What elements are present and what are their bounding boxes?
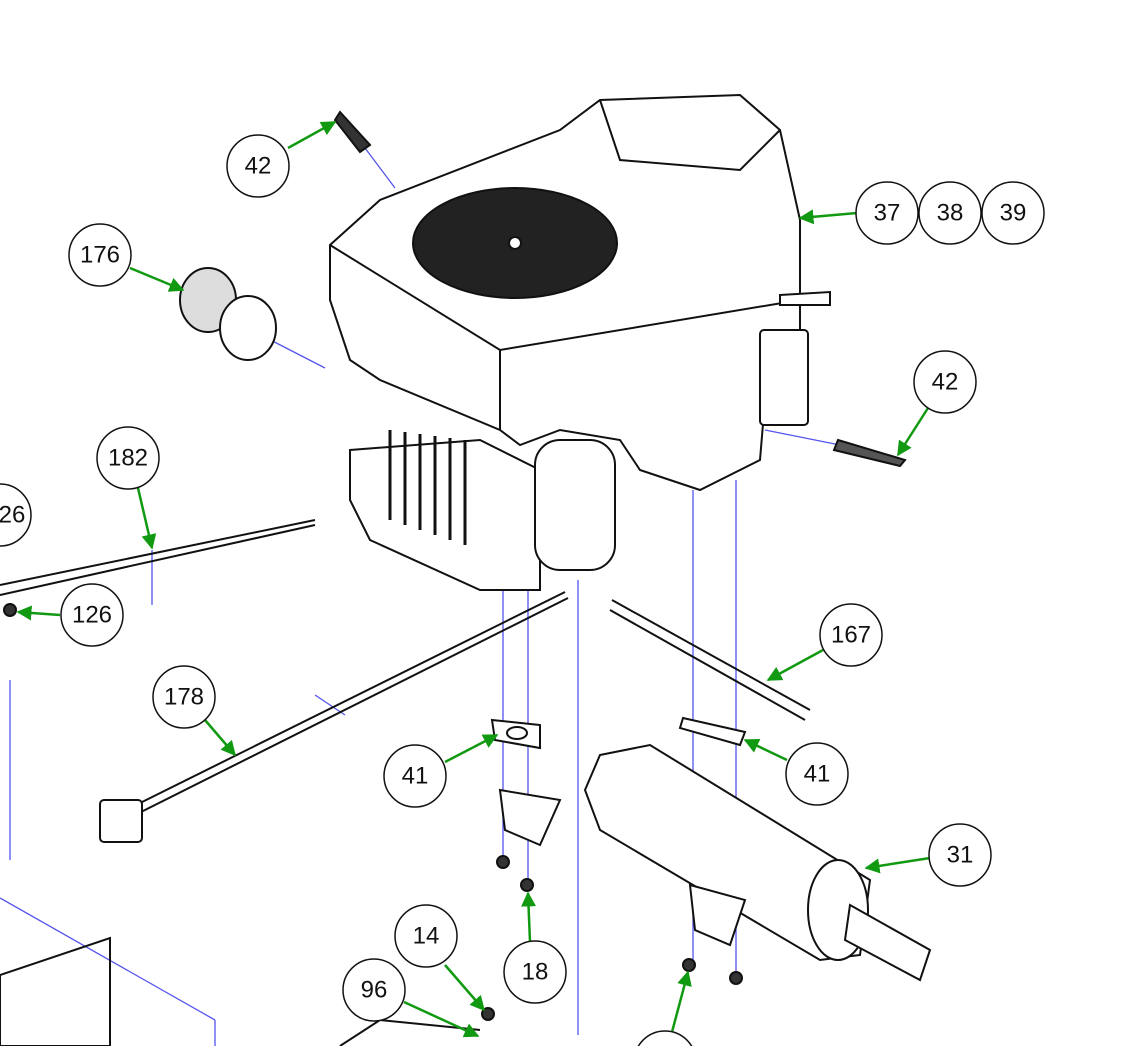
callout-label: 41: [804, 761, 831, 788]
callout-circle: [819, 603, 883, 667]
callout-label: 182: [108, 445, 148, 472]
callout-31: 31: [928, 823, 992, 887]
callout-label: 39: [1000, 200, 1027, 227]
callout-circle: [913, 350, 977, 414]
callout-arrow: [129, 266, 185, 292]
callout-label: 14: [413, 923, 440, 950]
callout-41: 41: [785, 742, 849, 806]
callouts: 42 176 37 38 39 42 182 26 126 167 178 41 41 31 14 18 96 1…: [0, 134, 1045, 1046]
callout-circle: [226, 134, 290, 198]
callout-126: 126: [60, 583, 124, 647]
callout-arrow: [896, 407, 930, 457]
callout-39: 39: [981, 181, 1045, 245]
callout-circle: [383, 744, 447, 808]
callout-circle: [637, 1030, 693, 1046]
callout-42: 42: [913, 350, 977, 414]
callout-circle: [68, 223, 132, 287]
callout-circle: [981, 181, 1045, 245]
callout-arrows: [16, 120, 931, 1038]
callout-arrow: [798, 209, 858, 225]
callout-41: 41: [383, 744, 447, 808]
callout-circle: [152, 665, 216, 729]
callout-18: 18: [503, 940, 567, 1004]
callout-circle: [918, 181, 982, 245]
callout-arrow: [136, 487, 157, 550]
callout-arrow: [521, 891, 537, 943]
callout-label: 42: [245, 153, 272, 180]
callout-arrow: [670, 970, 692, 1033]
callout-38: 38: [918, 181, 982, 245]
callout-arrow: [204, 719, 236, 757]
callout-label: 41: [402, 763, 429, 790]
callout-circle: [0, 483, 32, 547]
callout-label: 31: [947, 842, 974, 869]
callout-18: 18: [637, 1030, 693, 1046]
callout-label: 26: [0, 502, 25, 529]
callout-label: 38: [937, 200, 964, 227]
callout-182: 182: [96, 426, 160, 490]
parts: [0, 110, 932, 1046]
callout-arrow: [444, 964, 485, 1012]
callout-arrow: [16, 605, 61, 621]
callout-37: 37: [855, 181, 919, 245]
callout-arrow: [766, 648, 824, 682]
callout-arrow: [444, 733, 499, 764]
callout-circle: [394, 904, 458, 968]
callout-circle: [928, 823, 992, 887]
callout-arrow: [743, 738, 788, 762]
callout-circle: [855, 181, 919, 245]
callout-label: 96: [361, 977, 388, 1004]
callout-label: 167: [831, 622, 871, 649]
callout-label: 126: [72, 602, 112, 629]
callout-circle: [342, 958, 406, 1022]
callout-circle: [96, 426, 160, 490]
callout-label: 37: [874, 200, 901, 227]
callout-178: 178: [152, 665, 216, 729]
engine-assembly: [329, 93, 831, 591]
callout-circle: [785, 742, 849, 806]
callout-26: 26: [0, 483, 32, 547]
callout-circle: [60, 583, 124, 647]
callout-arrow: [287, 120, 337, 150]
callout-arrow: [864, 856, 931, 874]
callout-42: 42: [226, 134, 290, 198]
callout-label: 42: [932, 369, 959, 396]
callout-96: 96: [342, 958, 406, 1022]
callout-167: 167: [819, 603, 883, 667]
callout-14: 14: [394, 904, 458, 968]
callout-label: 176: [80, 242, 120, 269]
callout-label: 178: [164, 684, 204, 711]
callout-176: 176: [68, 223, 132, 287]
callout-circle: [503, 940, 567, 1004]
callout-label: 18: [522, 959, 549, 986]
callout-arrow: [403, 1000, 480, 1038]
